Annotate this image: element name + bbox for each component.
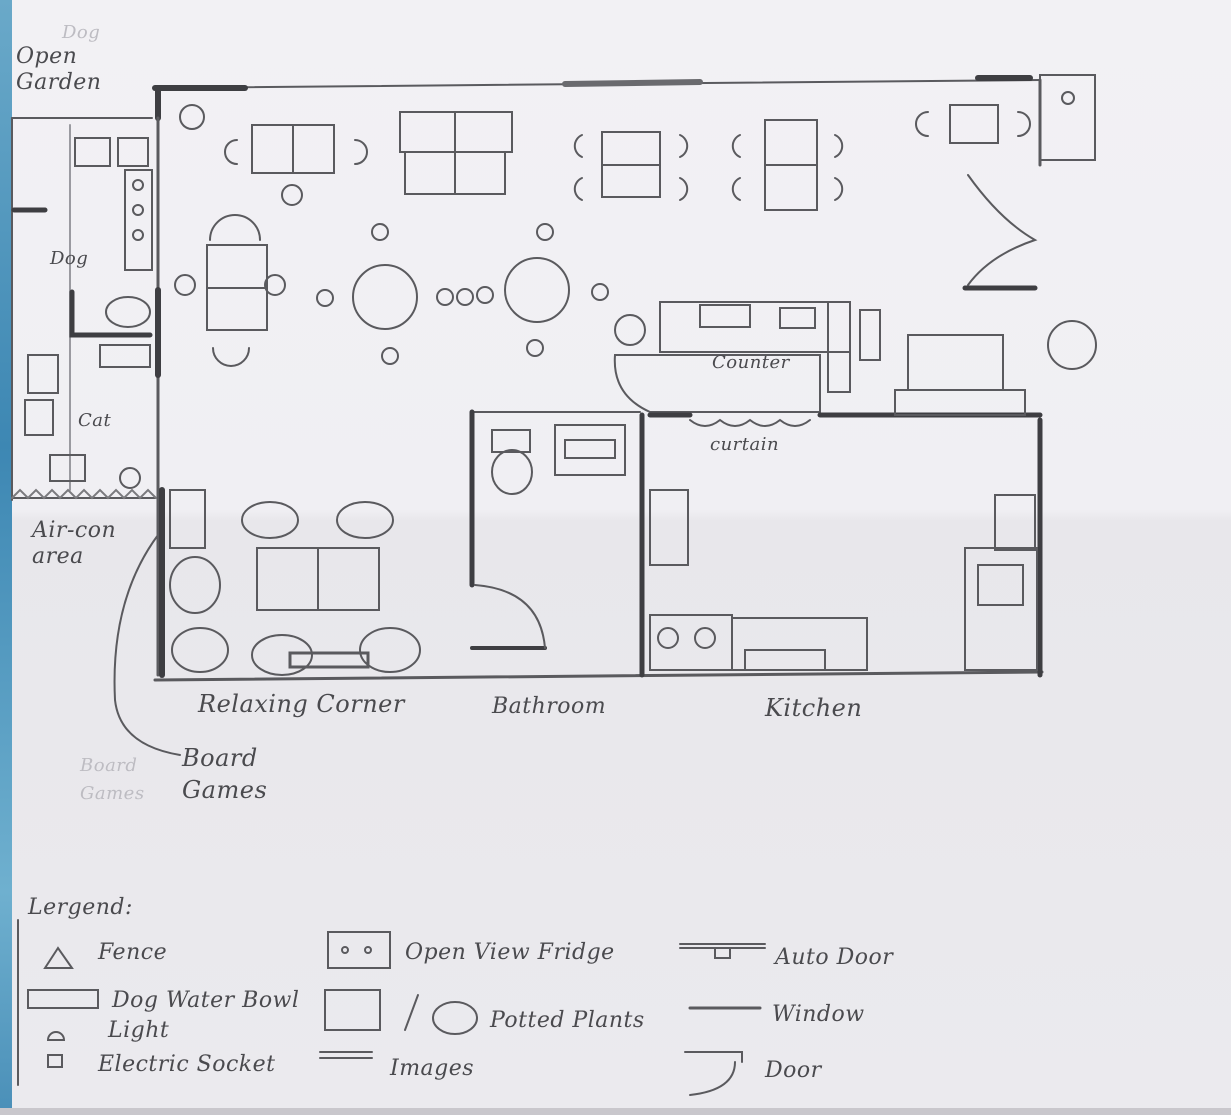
legend-bowl-icon [27,989,99,1009]
legend-fridge-label: Open View Fridge [405,940,615,965]
label-kitchen: Kitchen [765,694,863,722]
label-board-games-faint: Board Games [80,755,145,804]
garden-area [11,117,159,501]
legend-fence-icon [43,946,74,969]
legend-light-icon [46,1031,66,1041]
label-counter: Counter [712,352,790,373]
legend-symbols [17,919,766,1096]
label-air-con-area: Air-con area [32,518,117,569]
legend-autodoor-icon [679,943,766,959]
legend-door-label: Door [765,1058,822,1083]
legend-planter-icon [324,989,381,1031]
legend-autodoor-label: Auto Door [775,945,894,970]
label-cat: Cat [78,410,112,431]
kitchen [649,417,1043,678]
counter-area [613,174,1043,427]
legend-fence-label: Fence [98,940,168,965]
legend-fridge-icon [327,931,391,969]
legend-door-icon [684,1051,743,1096]
legend-socket-label: Electric Socket [98,1052,276,1077]
label-bathroom: Bathroom [492,694,607,719]
table-edge [0,1108,1231,1115]
legend-socket-icon [47,1054,63,1068]
legend-bowl-label: Dog Water Bowl [112,988,300,1013]
legend-title: Lergend: [28,895,133,920]
label-curtain: curtain [710,434,780,455]
legend-images-label: Images [390,1056,475,1081]
relaxing-corner [113,489,421,756]
paper-sheet [12,0,1231,1108]
dining-furniture [174,74,1097,370]
label-board-games: Board Games [182,744,268,804]
legend-light-label: Light [108,1018,170,1043]
legend-window-label: Window [772,1002,865,1027]
legend-plants-label: Potted Plants [490,1008,645,1033]
label-dog-faint: Dog [62,22,101,43]
label-open-garden: Open Garden [16,44,102,95]
legend-images-icon [319,1051,373,1059]
label-dog: Dog [50,248,89,269]
blue-edge [0,0,12,1115]
bathroom [469,409,645,678]
label-relaxing-corner: Relaxing Corner [198,690,405,718]
